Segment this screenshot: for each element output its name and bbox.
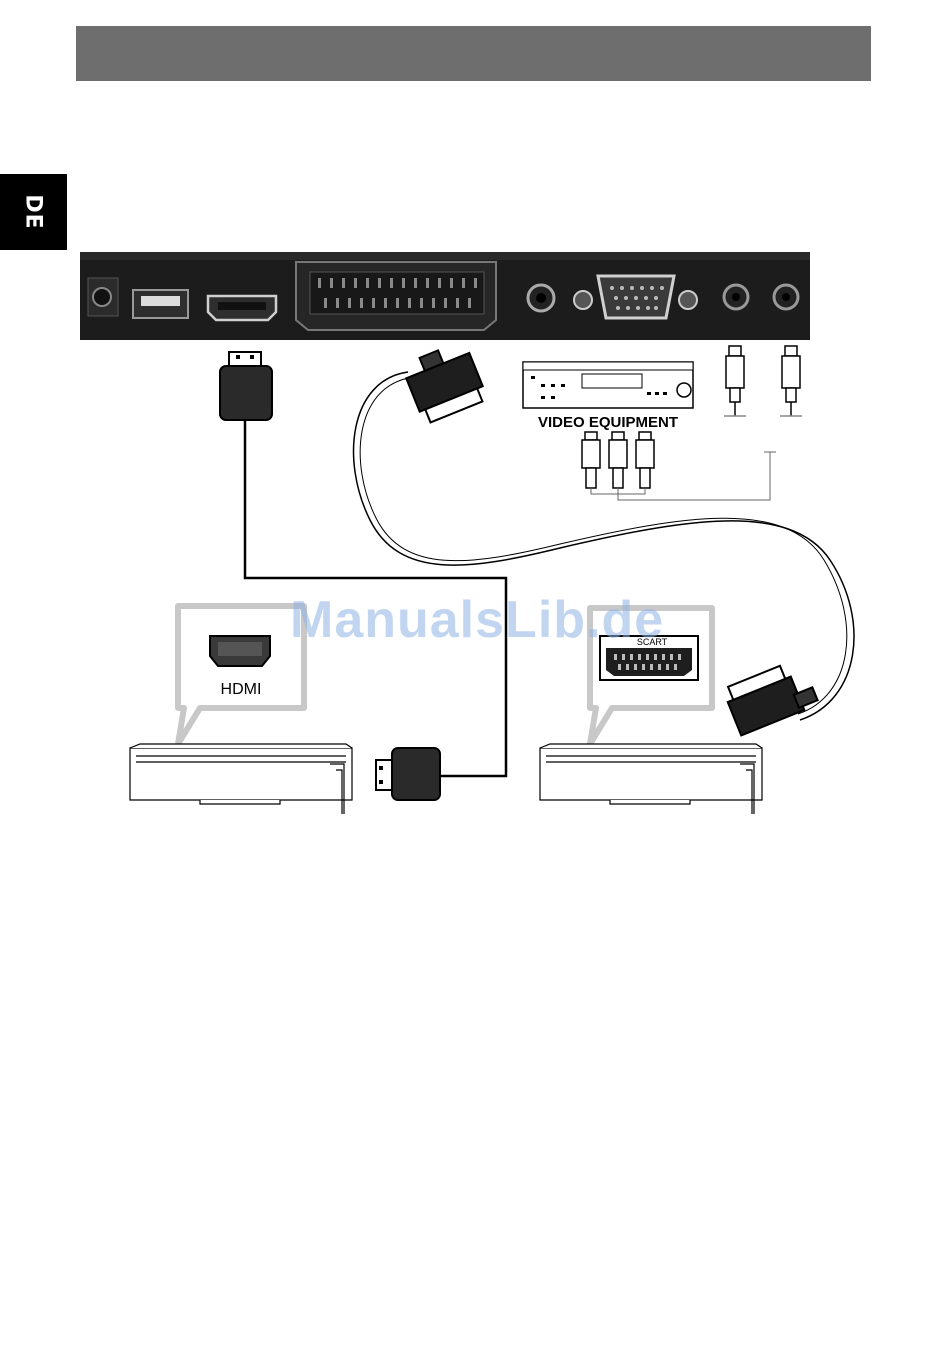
hdmi-plug-icon <box>220 352 272 420</box>
scart-plug-icon <box>722 658 819 736</box>
rca-plug-icon <box>609 432 627 488</box>
scart-source-device <box>540 744 762 814</box>
scart-plug-icon <box>401 340 488 425</box>
watermark: ManualsLib.de <box>290 590 664 650</box>
hdmi-callout: HDMI <box>178 606 304 744</box>
rca-plug-icon <box>636 432 654 488</box>
video-equipment-device <box>523 362 693 408</box>
hdmi-callout-label: HDMI <box>221 681 262 698</box>
rca-plug-icon <box>724 346 746 416</box>
hdmi-plug-icon <box>376 748 440 800</box>
hdmi-port-icon <box>208 296 276 320</box>
audio-jack-icon <box>774 285 798 309</box>
usb-port-icon <box>133 290 188 318</box>
audio-jack-icon <box>724 285 748 309</box>
dc-power-port-icon <box>88 278 118 316</box>
hdmi-source-device <box>130 744 352 814</box>
video-equipment-label: VIDEO EQUIPMENT <box>538 414 678 431</box>
scart-port-icon <box>296 262 496 330</box>
tv-back-panel <box>80 252 810 340</box>
rca-plug-icon <box>582 432 600 488</box>
audio-jack-icon <box>528 285 554 311</box>
rca-plug-icon <box>780 346 802 416</box>
